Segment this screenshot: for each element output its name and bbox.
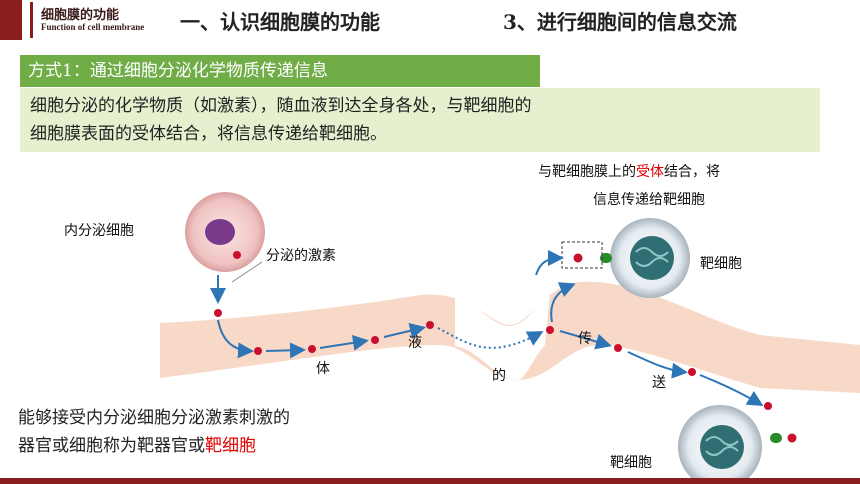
method-banner: 方式1：通过细胞分泌化学物质传递信息: [20, 55, 540, 87]
vessel-gap: [455, 292, 550, 380]
hormone-molecules: [214, 309, 772, 410]
receptor-note-suffix: 结合，将: [664, 164, 720, 180]
page-title: 一、认识细胞膜的功能: [180, 10, 380, 34]
conclusion-line-2-prefix: 器官或细胞称为靶器官或: [18, 436, 205, 456]
flow-char-ti: 体: [316, 361, 330, 377]
endocrine-cell-label: 内分泌细胞: [64, 223, 134, 239]
explanation-line-2: 细胞膜表面的受体结合，将信息传递给靶细胞。: [30, 124, 387, 144]
receptor-note-highlight: 受体: [636, 164, 664, 180]
conclusion-line-2: 器官或细胞称为靶器官或靶细胞: [18, 432, 290, 460]
brand-block: 细胞膜的功能 Function of cell membrane: [30, 2, 173, 38]
brand-title: 细胞膜的功能: [41, 8, 120, 23]
target-cell-bottom: [678, 405, 782, 484]
explanation-line-1: 细胞分泌的化学物质（如激素），随血液到达全身各处，与靶细胞的: [30, 96, 532, 116]
flow-char-de: 的: [492, 368, 506, 384]
target-cell-top: [600, 218, 690, 298]
brand-subtitle: Function of cell membrane: [41, 22, 145, 32]
flow-char-ye: 液: [408, 335, 422, 351]
conclusion-text: 能够接受内分泌细胞分泌激素刺激的 器官或细胞称为靶器官或靶细胞: [18, 404, 290, 460]
explanation-box: 细胞分泌的化学物质（如激素），随血液到达全身各处，与靶细胞的 细胞膜表面的受体结…: [20, 88, 820, 152]
flow-arrows: [210, 250, 764, 407]
receptor-note-line-2: 信息传递给靶细胞: [593, 192, 705, 208]
footer-accent-bar: [0, 478, 860, 484]
flow-char-song: 送: [652, 375, 666, 391]
header-accent-tab: [0, 0, 22, 40]
target-cell-label-bottom: 靶细胞: [610, 455, 652, 471]
endocrine-cell: [185, 192, 265, 272]
receptor-note-prefix: 与靶细胞膜上的: [538, 164, 636, 180]
flow-char-chuan: 传: [578, 331, 592, 347]
bound-hormone: [573, 253, 583, 263]
conclusion-line-1: 能够接受内分泌细胞分泌激素刺激的: [18, 408, 290, 428]
hormone-label: 分泌的激素: [266, 248, 336, 264]
binding-highlight-box: [561, 241, 603, 269]
target-cell-label-top: 靶细胞: [700, 256, 742, 272]
bound-hormone-bottom: [787, 433, 797, 443]
receptor-note-line-1: 与靶细胞膜上的受体结合，将: [538, 161, 720, 181]
conclusion-highlight: 靶细胞: [205, 436, 256, 456]
page-subtitle: 3、进行细胞间的信息交流: [503, 10, 737, 34]
